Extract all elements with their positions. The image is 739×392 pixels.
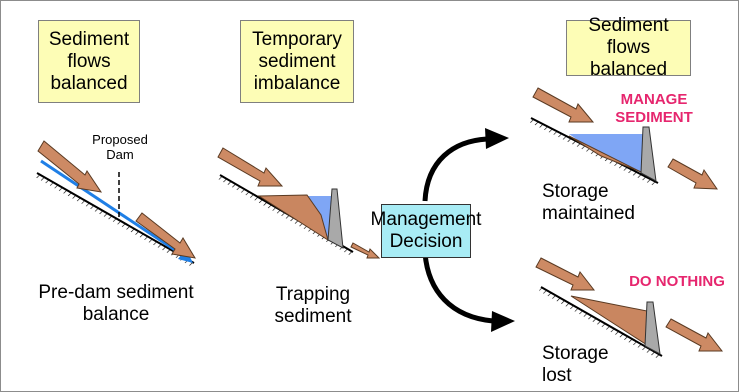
sediment-flow-arrow <box>667 158 718 190</box>
decision-arrow-down <box>422 252 494 324</box>
decision-arrowhead-up <box>485 128 509 149</box>
panel-trapping <box>217 147 381 259</box>
management-decision-box: Management Decision <box>371 204 481 258</box>
proposed-dam-label: Proposed Dam <box>92 132 148 162</box>
dam <box>640 126 657 182</box>
sediment-flow-arrow <box>665 318 724 352</box>
panel-storage-lost <box>535 257 724 360</box>
sediment-flow-arrow <box>217 147 284 187</box>
manage-sediment-label: MANAGE SEDIMENT <box>615 91 693 126</box>
pre-dam-caption: Pre-dam sediment balance <box>38 282 194 325</box>
storage-maintained-caption: Storage maintained <box>542 181 635 224</box>
reservoir-water <box>569 134 643 172</box>
decision-arrowhead-down <box>491 311 515 332</box>
sediment-flow-arrow <box>37 140 103 193</box>
sediment-flow-arrow <box>535 257 596 291</box>
box-temporary-imbalance: Temporary sediment imbalance <box>240 20 354 103</box>
trapping-caption: Trapping sediment <box>274 284 352 327</box>
filled-sediment <box>570 295 648 346</box>
ground-slope <box>539 286 663 360</box>
ground-slope <box>35 172 195 267</box>
box-sediment-flows-balanced: Sediment flows balanced <box>38 20 140 103</box>
sediment-flow-arrow <box>532 87 595 123</box>
decision-arrow-up <box>422 136 488 202</box>
do-nothing-label: DO NOTHING <box>629 273 725 290</box>
sediment-flow-arrow <box>135 212 196 259</box>
small-outflow-arrow <box>350 242 381 259</box>
dam <box>327 188 344 249</box>
panel-storage-maintained <box>529 87 718 190</box>
storage-lost-caption: Storage lost <box>542 343 609 386</box>
blue-flow-arrow-line <box>40 159 185 258</box>
box-sediment-flows-balanced-after: Sediment flows balanced <box>566 15 691 80</box>
trapped-sediment <box>257 194 329 242</box>
sediment-wedge <box>568 135 642 173</box>
panel-pre-dam <box>35 140 196 267</box>
dam <box>644 301 661 355</box>
